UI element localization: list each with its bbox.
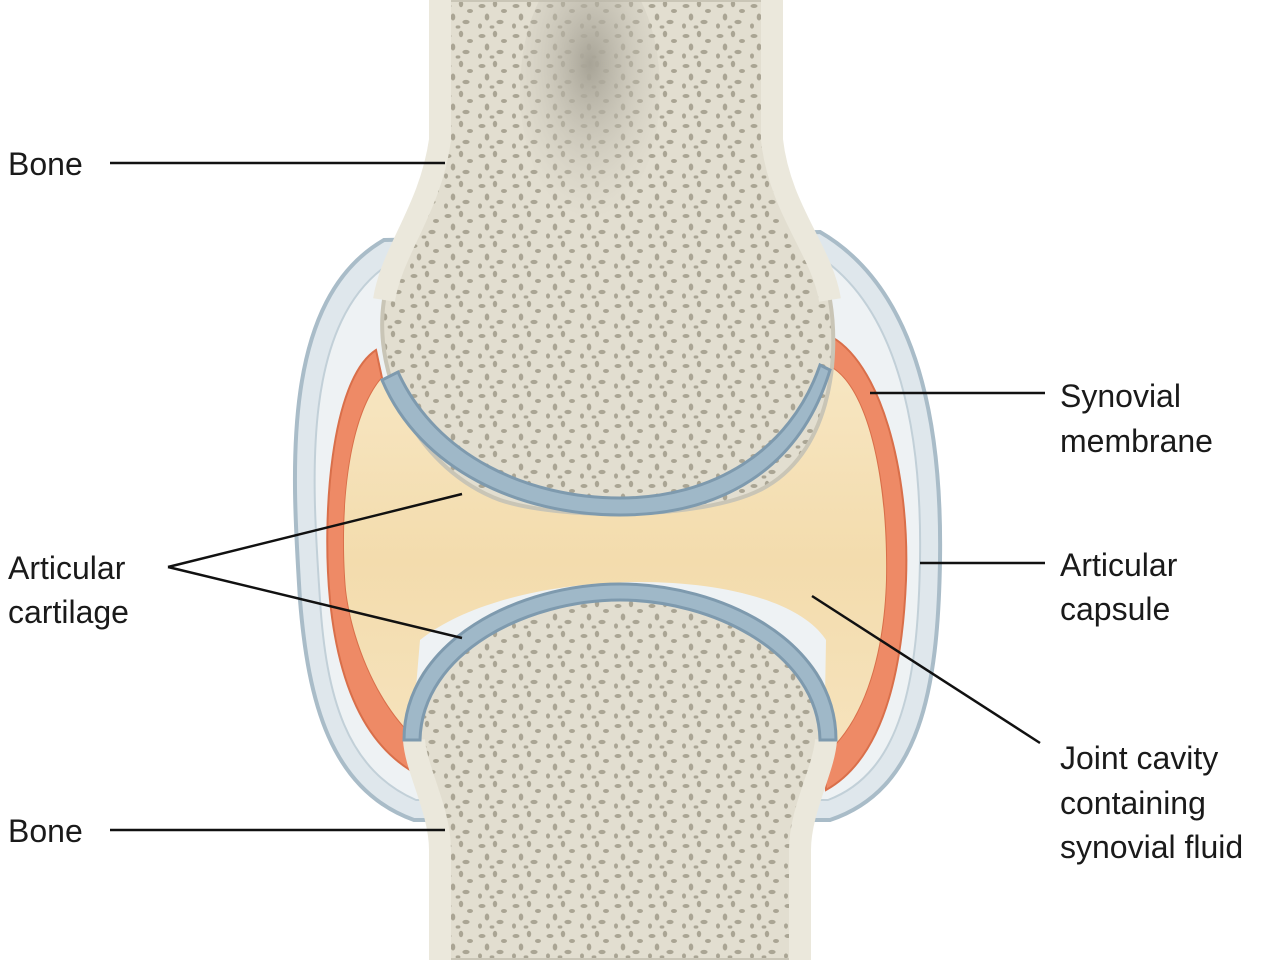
label-articular-capsule-line2: capsule: [1060, 591, 1170, 627]
leader-articular-cartilage-bottom: [167, 565, 463, 640]
leader-articular-cartilage-top: [167, 492, 463, 569]
articular-cartilage-bottom: [402, 582, 838, 742]
bone-bottom: [407, 593, 833, 960]
leader-lines: [110, 161, 1045, 832]
label-bone-bottom: Bone: [8, 813, 83, 849]
label-joint-cavity-line3: synovial fluid: [1060, 829, 1243, 865]
label-articular-capsule-line1: Articular: [1060, 547, 1178, 583]
label-joint-cavity-line1: Joint cavity: [1060, 740, 1218, 776]
label-joint-cavity-line2: containing: [1060, 785, 1206, 821]
articular-cartilage-top: [380, 362, 832, 517]
compact-bone-top: [373, 0, 841, 303]
leader-joint-cavity: [811, 594, 1041, 745]
label-bone-top: Bone: [8, 146, 83, 182]
marrow-cavity: [520, 0, 660, 220]
label-articular-cartilage-line1: Articular: [8, 550, 126, 586]
label-synovial-membrane-line2: membrane: [1060, 423, 1213, 459]
compact-bone-bottom: [403, 738, 837, 960]
joint-cavity-synovial-fluid: [343, 368, 887, 755]
label-synovial-membrane-line1: Synovial: [1060, 378, 1181, 414]
label-articular-cartilage-line2: cartilage: [8, 594, 129, 630]
